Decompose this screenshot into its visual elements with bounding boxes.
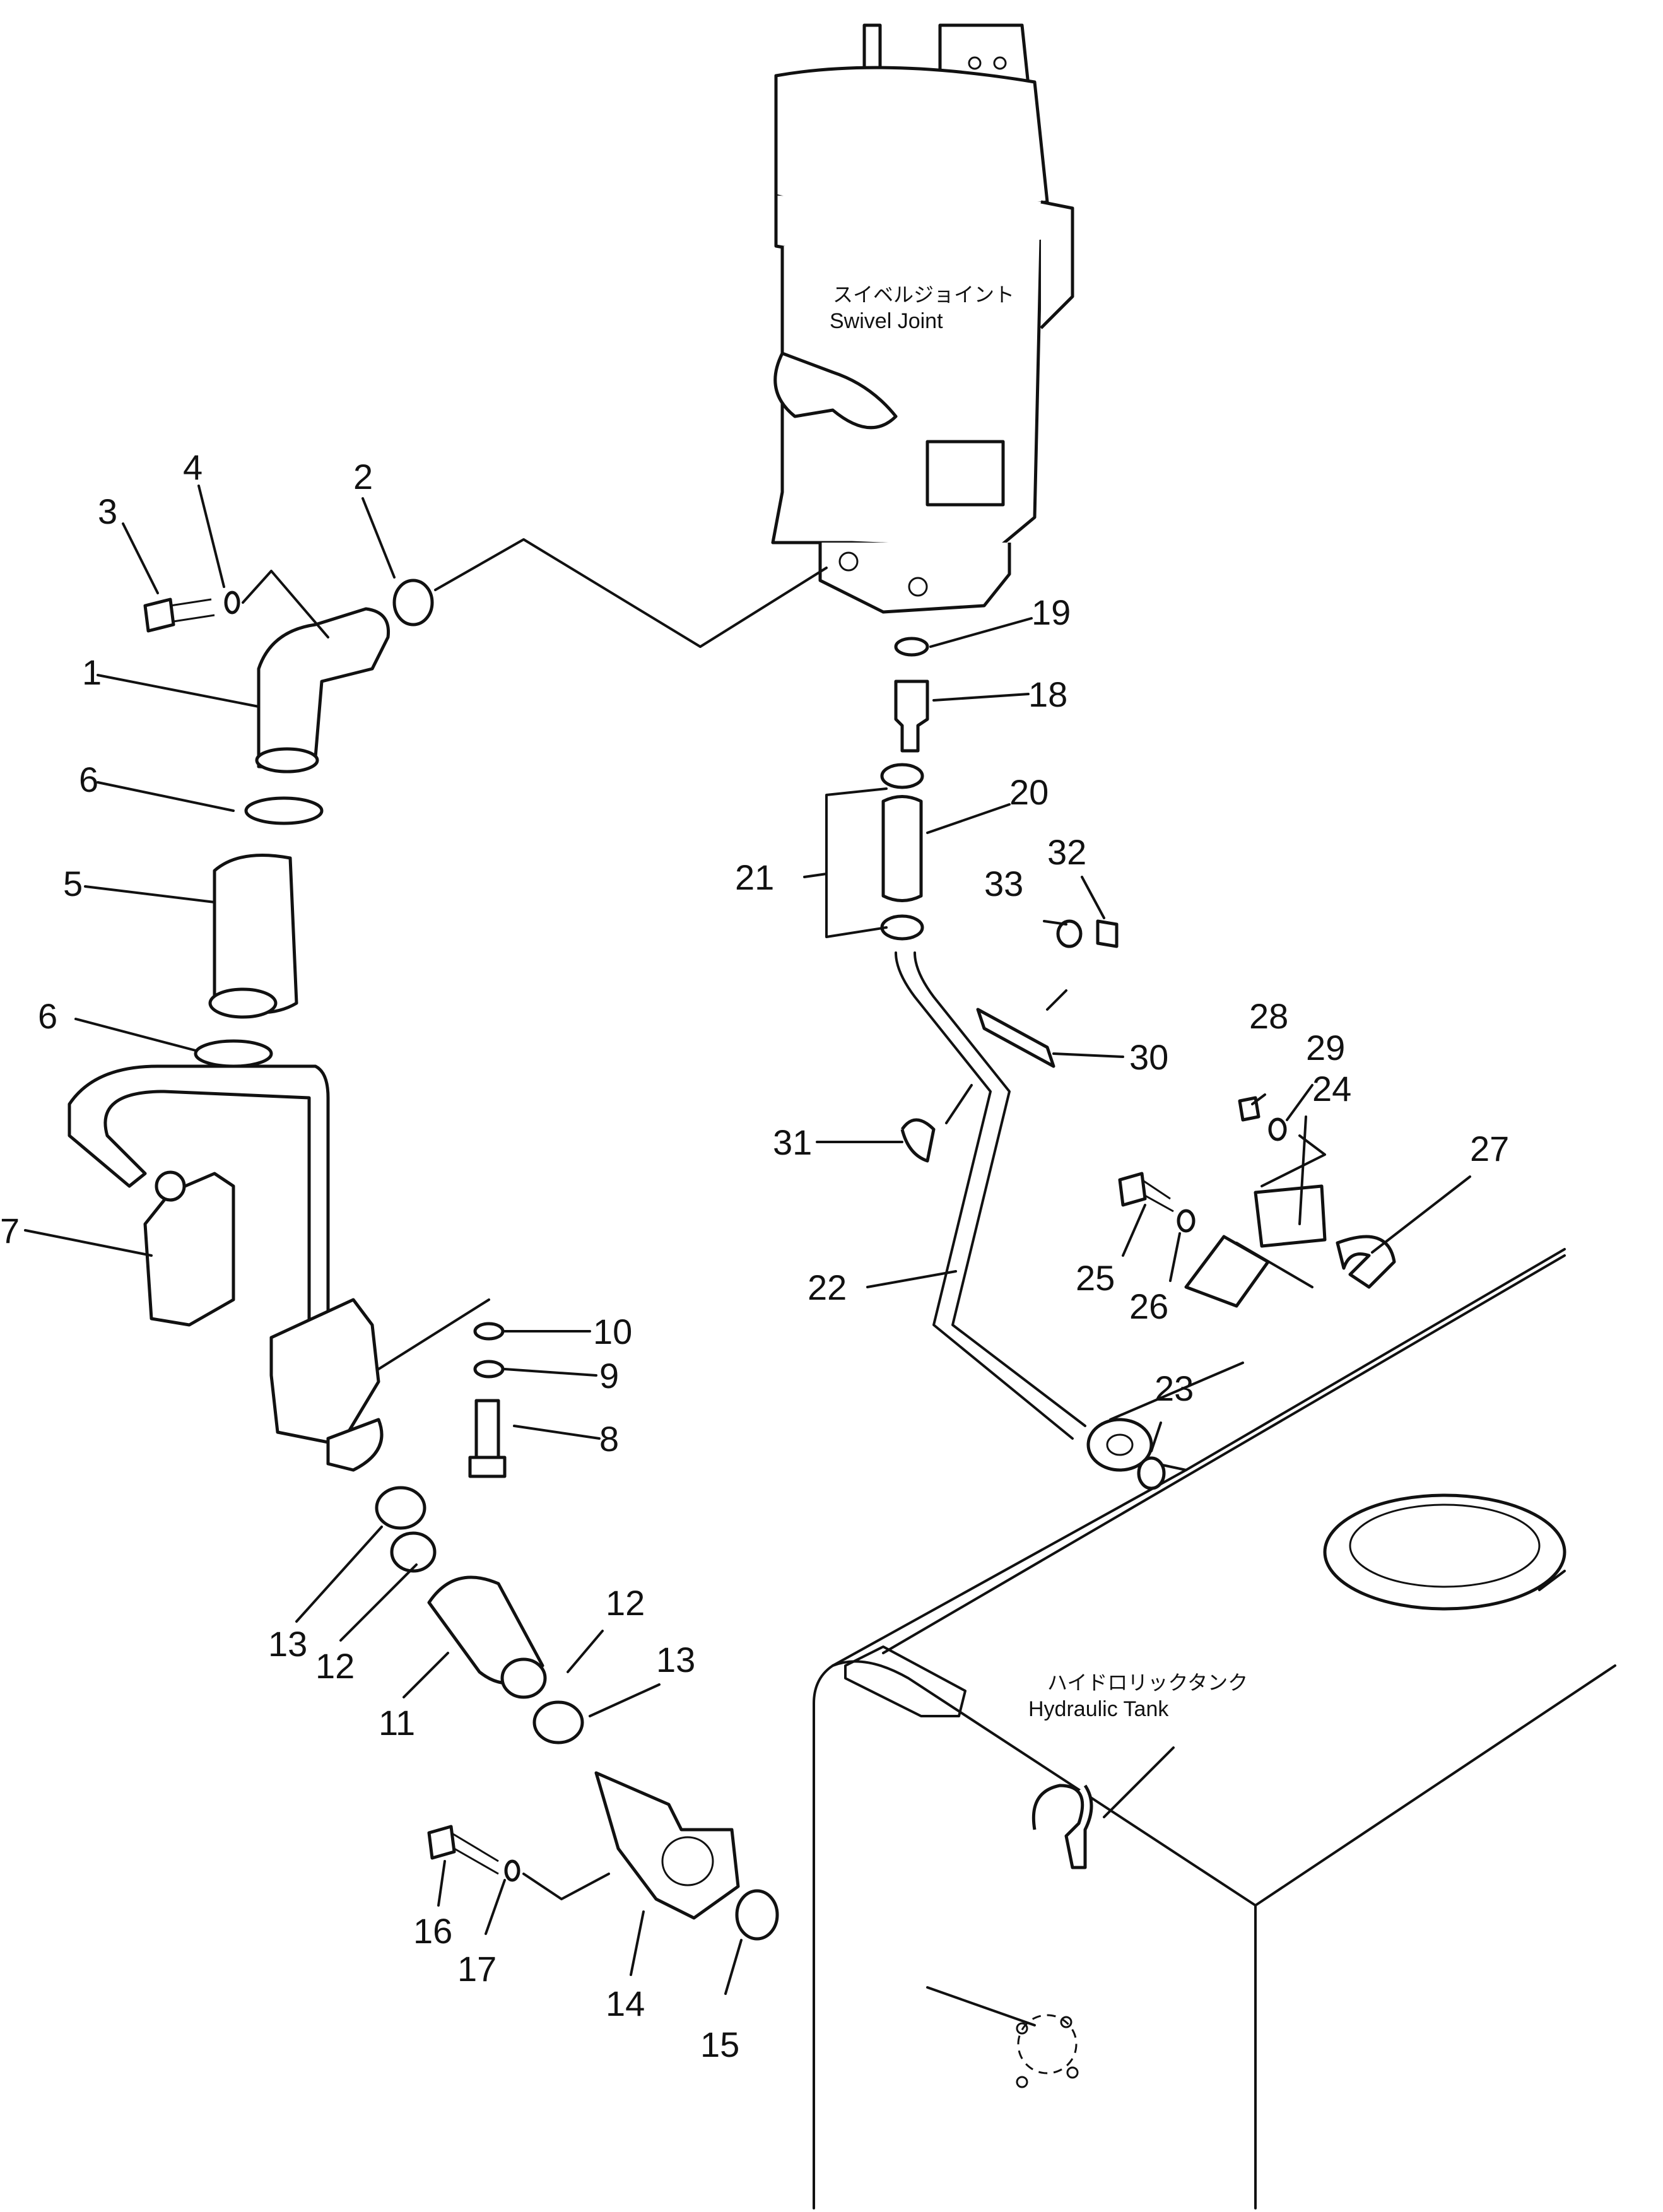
callout-13-lower: 13 [268,1624,307,1664]
callout-9: 9 [599,1356,619,1396]
callout-33: 33 [984,864,1023,903]
callout-29: 29 [1306,1028,1345,1068]
callout-28: 28 [1249,996,1288,1036]
callout-30: 30 [1129,1037,1168,1077]
swivel-joint [771,23,1074,614]
callout-8: 8 [599,1419,619,1459]
swivel-joint-label-en: Swivel Joint [830,309,943,333]
callout-14: 14 [606,1984,645,2023]
callout-26: 26 [1129,1286,1168,1326]
hydraulic-tank [813,1248,1616,2209]
callout-22: 22 [808,1268,847,1307]
callout-16: 16 [413,1911,452,1951]
left-assembly [68,538,828,1941]
callout-4: 4 [183,447,203,487]
right-assembly [825,637,1396,1490]
swivel-joint-label-jp: スイベルジョイント [833,283,1014,307]
callout-13-upper: 13 [656,1640,695,1680]
callout-12-lower: 12 [315,1646,355,1686]
callout-19: 19 [1031,592,1071,632]
callout-18: 18 [1028,674,1067,714]
callout-11: 11 [379,1703,415,1743]
callout-6-upper: 6 [79,760,98,799]
hydraulic-tank-label-en: Hydraulic Tank [1028,1697,1169,1721]
callout-2: 2 [353,457,373,497]
callout-7: 7 [0,1211,20,1250]
callout-10: 10 [593,1312,632,1351]
callout-1: 1 [82,652,102,692]
callout-5: 5 [63,864,83,903]
callout-15: 15 [700,2025,739,2064]
callout-17: 17 [457,1949,497,1989]
callout-20: 20 [1009,772,1049,812]
callout-21: 21 [735,857,774,897]
callout-32: 32 [1047,832,1086,872]
hydraulic-tank-label-jp: ハイドロリックタンク [1047,1671,1248,1695]
callout-leaders [24,485,1471,1995]
callout-31: 31 [773,1122,812,1162]
callout-24: 24 [1312,1069,1351,1109]
callout-numbers: 1 2 3 4 5 6 6 7 8 9 10 11 12 12 13 13 14… [0,447,1509,2064]
callout-3: 3 [98,491,117,531]
callout-25: 25 [1076,1258,1115,1298]
callout-12-upper: 12 [606,1583,645,1623]
callout-6-lower: 6 [38,996,57,1036]
callout-27: 27 [1470,1129,1509,1168]
callout-23: 23 [1155,1368,1194,1408]
